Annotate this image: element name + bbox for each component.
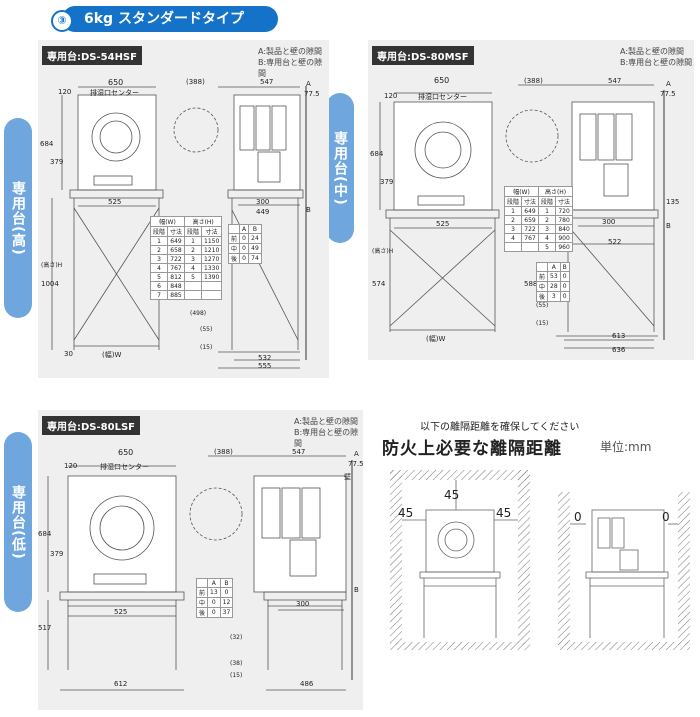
dim-525: 525 bbox=[436, 220, 450, 228]
label-width: (幅)W bbox=[102, 351, 122, 359]
dim-522: 522 bbox=[608, 238, 622, 246]
diagram-mid bbox=[379, 84, 665, 349]
dim-613: 613 bbox=[612, 332, 626, 340]
dim-525: 525 bbox=[108, 198, 122, 206]
dim-15: (15) bbox=[200, 344, 213, 351]
dim-300: 300 bbox=[602, 218, 616, 226]
dim-636: 636 bbox=[612, 346, 626, 354]
dim-77-5: 77.5 bbox=[348, 460, 364, 468]
side-label-low: 専用台(低) bbox=[4, 432, 32, 612]
label-b: B bbox=[306, 206, 311, 214]
side-label-mid: 専用台(中) bbox=[326, 93, 354, 243]
exhaust-label: 排湿口センター bbox=[418, 93, 467, 101]
dim-388: (388) bbox=[214, 448, 233, 456]
section-number: ③ bbox=[51, 10, 73, 32]
label-a: A bbox=[306, 80, 311, 88]
dim-498: (498) bbox=[190, 310, 207, 317]
dim-55: (55) bbox=[200, 326, 213, 333]
side-label-high: 専用台(高) bbox=[4, 118, 32, 318]
dim-588: 588 bbox=[524, 280, 538, 288]
label-b: B bbox=[666, 222, 671, 230]
dim-379: 379 bbox=[380, 178, 394, 186]
side-clearance-right: 0 bbox=[662, 510, 670, 524]
dim-30: 30 bbox=[64, 350, 73, 358]
label-a: A bbox=[354, 450, 359, 458]
dim-120: 120 bbox=[64, 462, 78, 470]
clearance-diagram bbox=[390, 470, 690, 650]
label-width: (幅)W bbox=[426, 335, 446, 343]
dim-547: 547 bbox=[292, 448, 306, 456]
dim-547: 547 bbox=[608, 77, 622, 85]
dim-300: 300 bbox=[256, 198, 270, 206]
dim-300: 300 bbox=[296, 600, 310, 608]
dim-388: (388) bbox=[524, 77, 543, 85]
dim-55: (55) bbox=[536, 302, 549, 309]
dim-379: 379 bbox=[50, 550, 64, 558]
dim-525: 525 bbox=[114, 608, 128, 616]
dim-120: 120 bbox=[384, 92, 398, 100]
dim-555: 555 bbox=[258, 362, 272, 370]
clearance-left: 45 bbox=[398, 506, 414, 520]
clearance-caption: 以下の離隔距離を確保してください bbox=[420, 422, 580, 433]
dim-650: 650 bbox=[118, 448, 134, 457]
dim-684: 684 bbox=[38, 530, 52, 538]
label-height: (高さ)H bbox=[41, 262, 63, 269]
dim-449: 449 bbox=[256, 208, 270, 216]
diagram-high bbox=[51, 86, 307, 369]
dim-684: 684 bbox=[40, 140, 54, 148]
page-title: 6kg スタンダードタイプ bbox=[62, 6, 278, 32]
dim-684: 684 bbox=[370, 150, 384, 158]
dim-38: (38) bbox=[230, 660, 243, 667]
dim-379: 379 bbox=[50, 158, 64, 166]
model-label: 専用台:DS-80MSF bbox=[372, 46, 474, 65]
clearance-top: 45 bbox=[444, 488, 460, 502]
dim-135: 135 bbox=[666, 198, 680, 206]
dim-547: 547 bbox=[260, 78, 274, 86]
label-b: B bbox=[354, 586, 359, 594]
dim-532: 532 bbox=[258, 354, 272, 362]
dim-486: 486 bbox=[300, 680, 314, 688]
dim-32: (32) bbox=[230, 634, 243, 641]
clearance-right: 45 bbox=[496, 506, 512, 520]
dim-1004: 1004 bbox=[41, 280, 59, 288]
dim-77-5: 77.5 bbox=[660, 90, 676, 98]
diagram-low bbox=[47, 455, 353, 691]
exhaust-label: 排湿口センター bbox=[100, 463, 149, 471]
dim-574: 574 bbox=[372, 280, 386, 288]
clearance-title: 防火上必要な離隔距離 bbox=[382, 439, 562, 459]
dim-612: 612 bbox=[114, 680, 128, 688]
model-label: 専用台:DS-54HSF bbox=[42, 46, 142, 65]
wall-label: 壁 bbox=[344, 473, 351, 481]
exhaust-label: 排湿口センター bbox=[90, 89, 139, 97]
dim-77-5: 77.5 bbox=[304, 90, 320, 98]
dim-650: 650 bbox=[434, 76, 450, 85]
side-clearance-left: 0 bbox=[574, 510, 582, 524]
dim-388: (388) bbox=[186, 78, 205, 86]
dim-120: 120 bbox=[58, 88, 72, 96]
dim-15: (15) bbox=[230, 672, 243, 679]
unit-label: 単位:mm bbox=[600, 440, 652, 454]
label-a: A bbox=[666, 80, 671, 88]
label-height: (高さ)H bbox=[372, 248, 394, 255]
dim-15: (15) bbox=[536, 320, 549, 327]
dim-517: 517 bbox=[38, 624, 52, 632]
model-label: 専用台:DS-80LSF bbox=[42, 416, 140, 435]
dim-650: 650 bbox=[108, 78, 124, 87]
